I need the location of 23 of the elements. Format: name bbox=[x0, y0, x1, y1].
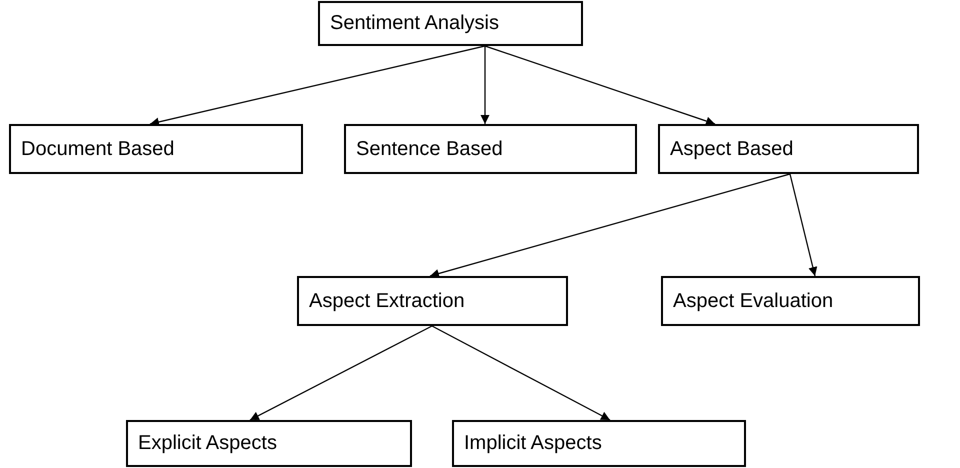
box-label: Aspect Extraction bbox=[309, 290, 465, 312]
arrow bbox=[480, 46, 490, 124]
arrow bbox=[432, 325, 610, 421]
box-label: Sentiment Analysis bbox=[330, 12, 499, 35]
arrow bbox=[430, 173, 790, 278]
category-box bbox=[318, 1, 583, 46]
category-box bbox=[452, 420, 746, 467]
category-box bbox=[344, 124, 637, 174]
box-label: Explicit Aspects bbox=[138, 432, 277, 455]
arrow bbox=[250, 325, 432, 421]
arrow bbox=[150, 45, 486, 126]
box-label: Aspect Evaluation bbox=[673, 290, 834, 312]
category-box bbox=[658, 124, 919, 174]
category-box bbox=[661, 276, 920, 326]
category-box bbox=[297, 276, 568, 326]
box-label: Sentence Based bbox=[356, 138, 503, 160]
box-label: Aspect Based bbox=[670, 138, 794, 160]
category-box bbox=[126, 420, 412, 467]
category-box bbox=[9, 124, 303, 174]
arrow bbox=[789, 174, 818, 276]
arrow bbox=[484, 45, 716, 126]
box-label: Document Based bbox=[21, 138, 174, 160]
box-label: Implicit Aspects bbox=[464, 432, 602, 455]
